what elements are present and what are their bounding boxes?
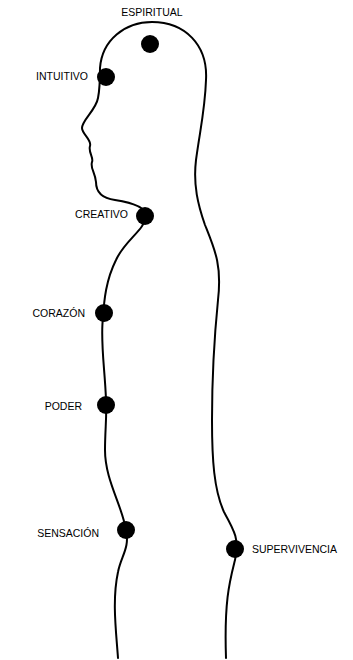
chakra-dot — [97, 396, 115, 414]
chakra-dot — [141, 35, 159, 53]
chakra-dot — [95, 304, 113, 322]
body-outline — [82, 22, 237, 658]
chakra-label: ESPIRITUAL — [121, 7, 182, 18]
chakra-label: SUPERVIVENCIA — [252, 544, 337, 555]
chakra-dot — [136, 207, 154, 225]
chakra-dot — [97, 68, 115, 86]
chakra-label: CREATIVO — [75, 209, 128, 220]
chakra-label: PODER — [45, 401, 82, 412]
chakra-dot — [117, 521, 135, 539]
chakra-label: INTUITIVO — [36, 71, 88, 82]
chakra-label: CORAZÓN — [33, 308, 86, 319]
chakra-label: SENSACIÓN — [37, 528, 99, 539]
chakra-dot — [226, 540, 244, 558]
